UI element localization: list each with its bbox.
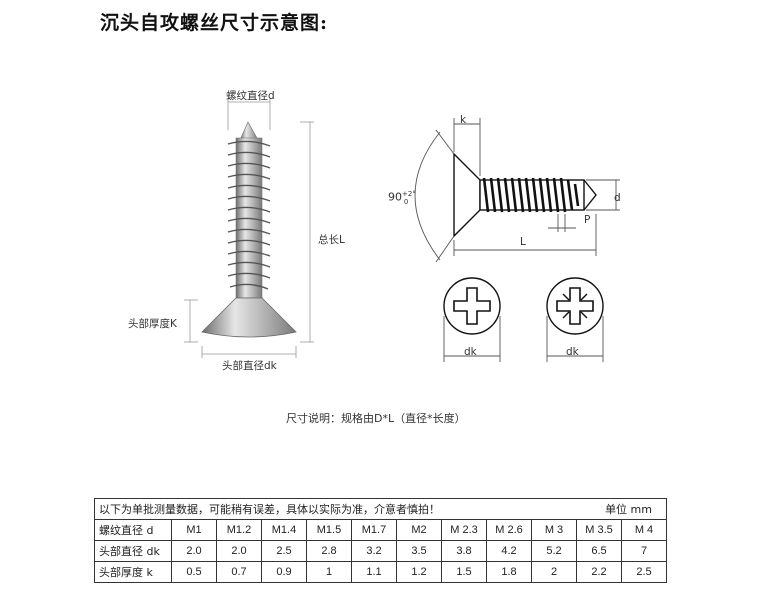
table-cell: 7: [621, 540, 667, 562]
table-cell: M 2.3: [441, 519, 487, 541]
table-cell: 3.5: [396, 540, 442, 562]
table-cell: 1: [306, 561, 352, 583]
table-cell: 3.2: [351, 540, 397, 562]
table-cell: 6.5: [576, 540, 622, 562]
table-header-text: 以下为单批测量数据，可能稍有误差，具体以实际为准，介意者慎拍！: [99, 503, 440, 516]
table-cell: 2: [531, 561, 577, 583]
table-cell: 0.7: [216, 561, 262, 583]
row-label: 头部厚度 k: [94, 561, 172, 583]
table-cell: 0.9: [261, 561, 307, 583]
table-cell: 3.8: [441, 540, 487, 562]
table-cell: M 2.6: [486, 519, 532, 541]
dk-left-label: dk: [464, 346, 477, 358]
angle-label: 90+2°0: [388, 190, 416, 206]
table-cell: 1.1: [351, 561, 397, 583]
size-note: 尺寸说明：规格由D*L（直径*长度）: [286, 412, 466, 425]
table-row: 头部厚度 k 0.5 0.7 0.9 1 1.1 1.2 1.5 1.8 2 2…: [94, 561, 667, 583]
table-cell: 1.5: [441, 561, 487, 583]
table-row: 头部直径 dk 2.0 2.0 2.5 2.8 3.2 3.5 3.8 4.2 …: [94, 540, 667, 562]
table-cell: 2.5: [261, 540, 307, 562]
table-row: 螺纹直径 d M1 M1.2 M1.4 M1.5 M1.7 M2 M 2.3 M…: [94, 519, 667, 541]
table-cell: 2.0: [216, 540, 262, 562]
table-cell: 2.2: [576, 561, 622, 583]
table-cell: M1.7: [351, 519, 397, 541]
table-cell: 2.5: [621, 561, 667, 583]
table-header: 以下为单批测量数据，可能稍有误差，具体以实际为准，介意者慎拍！ 单位 mm: [94, 498, 667, 520]
table-cell: M1.2: [216, 519, 262, 541]
table-cell: M 3: [531, 519, 577, 541]
table-cell: M 3.5: [576, 519, 622, 541]
page-title: 沉头自攻螺丝尺寸示意图:: [100, 12, 329, 34]
head-thickness-label: 头部厚度K: [128, 318, 177, 330]
thread-hatch: [482, 177, 580, 213]
screw-photo: [184, 98, 314, 358]
table-cell: 1.2: [396, 561, 442, 583]
table-cell: M2: [396, 519, 442, 541]
table-cell: 5.2: [531, 540, 577, 562]
k-dim-label: k: [460, 114, 467, 126]
table-cell: M 4: [621, 519, 667, 541]
table-cell: M1.5: [306, 519, 352, 541]
spec-table: 以下为单批测量数据，可能稍有误差，具体以实际为准，介意者慎拍！ 单位 mm 螺纹直…: [94, 498, 667, 583]
thread-lines: [227, 140, 271, 290]
L-dim-label: L: [520, 236, 526, 248]
table-cell: 1.8: [486, 561, 532, 583]
unit-label: 单位 mm: [605, 503, 652, 516]
table-cell: M1: [171, 519, 217, 541]
total-length-label: 总长L: [318, 234, 345, 246]
thread-diameter-label: 螺纹直径d: [226, 90, 275, 102]
table-cell: M1.4: [261, 519, 307, 541]
table-cell: 0.5: [171, 561, 217, 583]
table-cell: 4.2: [486, 540, 532, 562]
head-diameter-label: 头部直径dk: [222, 360, 277, 372]
table-cell: 2.0: [171, 540, 217, 562]
d-dim-label: d: [614, 192, 621, 204]
technical-drawing: [414, 118, 620, 362]
dk-right-label: dk: [566, 346, 579, 358]
row-label: 头部直径 dk: [94, 540, 172, 562]
P-dim-label: P: [584, 214, 591, 226]
row-label: 螺纹直径 d: [94, 519, 172, 541]
table-cell: 2.8: [306, 540, 352, 562]
